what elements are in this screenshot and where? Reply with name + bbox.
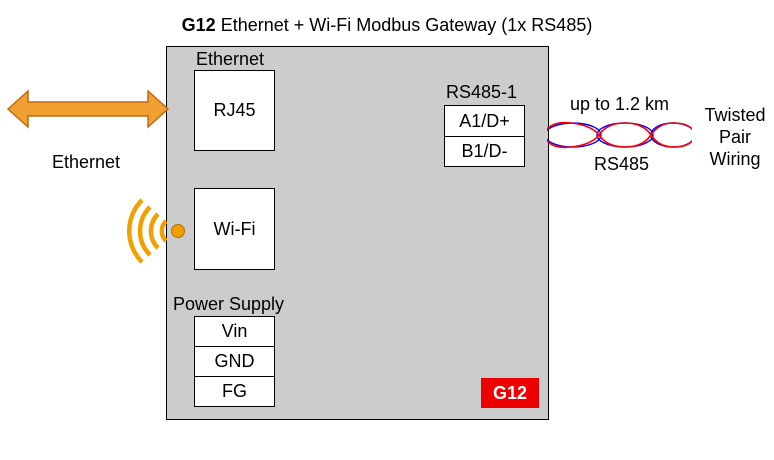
terminal-gnd: GND [194,346,275,377]
terminal-vin-label: Vin [221,321,248,341]
wifi-module: Wi-Fi [194,188,275,270]
power-supply-label: Power Supply [173,294,285,314]
terminal-b1-label: B1/D- [461,141,508,161]
twisted-pair-wiring-label: Twisted Pair Wiring [696,104,774,170]
wifi-signal-icon [127,198,185,264]
twisted-pair-cable [547,121,692,149]
wiring-label-line-2: Pair [718,127,751,147]
title-model: G12 [181,15,216,35]
terminal-gnd-label: GND [214,351,255,371]
rj45-port: RJ45 [194,70,275,151]
title-text: Ethernet + Wi-Fi Modbus Gateway (1x RS48… [215,15,593,35]
ethernet-external-label: Ethernet [52,152,121,172]
terminal-fg: FG [194,376,275,407]
terminal-a1-label: A1/D+ [459,110,510,131]
terminal-b1: B1/D- [444,136,525,167]
terminal-a1: A1/D+ [444,105,525,137]
model-badge: G12 [481,378,539,408]
wiring-label-line-3: Wiring [709,149,761,169]
diagram-title: G12 Ethernet + Wi-Fi Modbus Gateway (1x … [0,15,774,36]
terminal-fg-label: FG [222,381,247,401]
double-arrow-icon [6,89,170,129]
wifi-module-label: Wi-Fi [213,218,256,239]
terminal-vin: Vin [194,316,275,347]
wiring-label-line-1: Twisted [704,105,766,125]
rs485-section-label: RS485-1 [446,82,518,102]
model-badge-text: G12 [492,382,528,403]
rs485-distance-label: up to 1.2 km [570,94,670,114]
rj45-port-label: RJ45 [213,100,256,120]
ethernet-section-label: Ethernet [196,49,265,69]
rs485-cable-label: RS485 [594,154,650,174]
